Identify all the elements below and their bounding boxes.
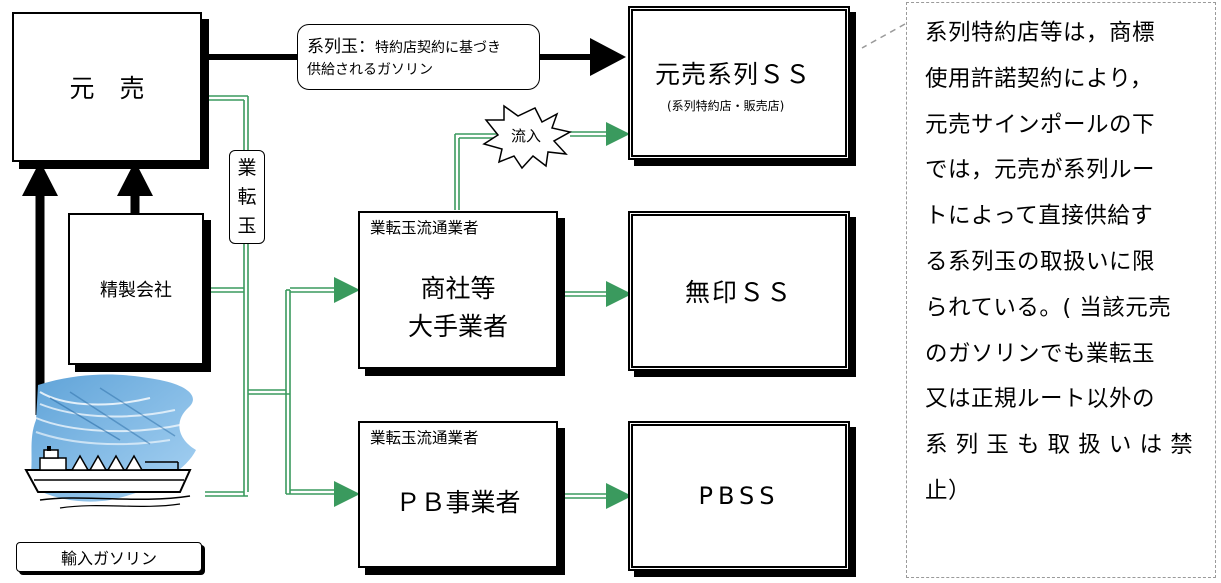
note-line: る系列玉の取扱いに限: [925, 248, 1156, 275]
gyoten-char-1: 業: [237, 156, 257, 179]
gyoten-label: 業 転 玉: [229, 150, 265, 244]
note-line: 止）: [925, 477, 972, 504]
note-line: られている。( 当該元売: [925, 294, 1172, 321]
import-to-motouri-arrow: [22, 161, 58, 415]
note-line: 系 列 玉 も 取 扱 い は 禁: [925, 432, 1194, 459]
shosha-box: 業転玉流通業者 商社等 大手業者: [358, 211, 558, 369]
note-line: 元売サインポールの下: [925, 111, 1156, 138]
mujirushi-ss-box: 無印ＳＳ: [628, 211, 850, 371]
note-line: のガソリンでも業転玉: [925, 340, 1156, 367]
mujirushi-ss-label: 無印ＳＳ: [684, 278, 793, 307]
shosha-line1: 商社等: [420, 274, 496, 303]
ryunyu-label: 流入: [511, 127, 542, 145]
shosha-line2: 大手業者: [407, 312, 508, 341]
tanker-ship-icon: [24, 374, 196, 509]
gyoten-char-2: 転: [237, 185, 257, 208]
yunyu-label-box: 輸入ガソリン: [16, 542, 202, 572]
gyoten-char-3: 玉: [237, 214, 257, 237]
ryunyu-starburst-icon: [482, 104, 573, 170]
pb-box: 業転玉流通業者 ＰＢ事業者: [358, 421, 558, 568]
note-line: 使用許諾契約により，: [925, 65, 1153, 92]
green-arrowheads: [334, 122, 632, 509]
callout-line2: 供給されるガソリン: [307, 62, 433, 78]
note-line: トによって直接供給す: [925, 203, 1154, 230]
note-box: 系列特約店等は，商標 使用許諾契約により， 元売サインポールの下 では，元売が系…: [906, 2, 1216, 578]
keiretsu-ss-title: 元売系列ＳＳ: [655, 60, 812, 89]
note-line: 又は正規ルート以外の: [925, 386, 1156, 413]
note-line: では，元売が系列ルー: [925, 157, 1156, 184]
pbss-label: PBSS: [698, 482, 780, 510]
motouri-label: 元 売: [69, 74, 145, 103]
keiretsu-ss-sub: (系列特約店・販売店): [667, 99, 785, 113]
shosha-caption: 業転玉流通業者: [370, 219, 479, 237]
seisei-to-motouri-arrow: [117, 161, 153, 213]
note-leader-line: [861, 23, 906, 49]
pb-caption: 業転玉流通業者: [370, 429, 479, 447]
note-line: 系列特約店等は，商標: [925, 20, 1156, 46]
motouri-box: 元 売: [12, 12, 202, 162]
keiretsu-callout: 系列玉：特約店契約に基づき 供給されるガソリン: [297, 24, 540, 90]
callout-desc: 特約店契約に基づき: [375, 40, 501, 56]
seisei-box: 精製会社: [68, 213, 204, 365]
keiretsu-ss-box: 元売系列ＳＳ (系列特約店・販売店): [628, 6, 850, 160]
yunyu-label: 輸入ガソリン: [60, 549, 157, 568]
seisei-label: 精製会社: [100, 280, 172, 301]
pbss-box: PBSS: [628, 421, 850, 571]
callout-title: 系列玉：: [307, 37, 375, 57]
pb-name: ＰＢ事業者: [395, 488, 521, 517]
